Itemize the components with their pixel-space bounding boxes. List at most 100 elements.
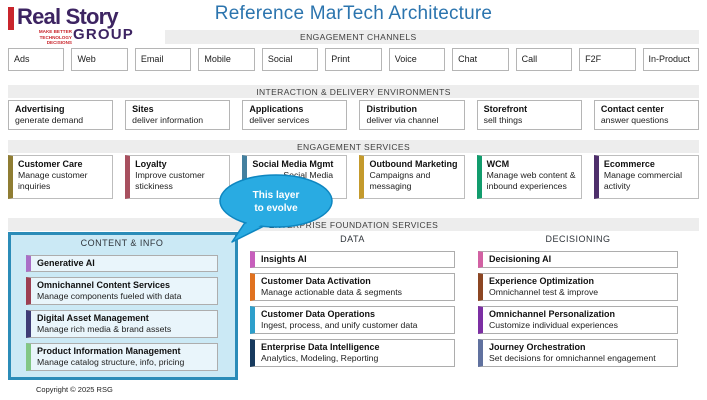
page-title: Reference MarTech Architecture	[214, 3, 493, 24]
callout-tail-fill	[238, 218, 268, 236]
foundation-item-title: Insights AI	[261, 254, 307, 264]
column-header-data: DATA	[340, 234, 365, 244]
environments-row: Advertising generate demand Sites delive…	[8, 100, 699, 130]
foundation-item-omnichannel-content-services: Omnichannel Content Services Manage comp…	[26, 276, 218, 305]
channel-social: Social	[261, 48, 319, 71]
decisioning-column: DECISIONING Decisioning AI Experience Op…	[478, 234, 678, 367]
env-title: Distribution	[366, 104, 417, 114]
env-subtitle: deliver services	[249, 114, 310, 125]
foundation-item-product-information-management: Product Information Management Manage ca…	[26, 342, 218, 371]
foundation-item-title: Generative AI	[37, 258, 95, 268]
foundation-item-subtitle: Omnichannel test & improve	[489, 286, 599, 297]
channel-web: Web	[71, 48, 128, 71]
logo-tagline-line1: MAKE BETTER	[38, 29, 72, 34]
banner-interaction-delivery-environments: INTERACTION & DELIVERY ENVIRONMENTS	[8, 85, 699, 98]
foundation-item-omnichannel-personalization: Omnichannel Personalization Customize in…	[478, 305, 678, 334]
foundation-item-subtitle: Manage actionable data & segments	[261, 286, 403, 297]
foundation-item-customer-data-operations: Customer Data Operations Ingest, process…	[250, 305, 455, 334]
foundation-item-customer-data-activation: Customer Data Activation Manage actionab…	[250, 272, 455, 301]
foundation-item-generative-ai: Generative AI	[26, 255, 218, 272]
foundation-item-enterprise-data-intelligence: Enterprise Data Intelligence Analytics, …	[250, 338, 455, 367]
foundation-item-journey-orchestration: Journey Orchestration Set decisions for …	[478, 338, 678, 367]
foundation-item-title: Customer Data Activation	[261, 275, 371, 286]
logo-tagline: MAKE BETTER TECHNOLOGY DECISIONS	[17, 29, 72, 46]
foundation-item-subtitle: Manage components fueled with data	[37, 290, 182, 301]
content-info-panel: CONTENT & INFO Generative AI Omnichannel…	[8, 232, 238, 380]
foundation-item-title: Journey Orchestration	[489, 341, 586, 352]
channel-chat: Chat	[452, 48, 509, 71]
env-title: Advertising	[15, 104, 65, 114]
column-header-decisioning: DECISIONING	[545, 234, 611, 244]
env-sites: Sites deliver information	[125, 100, 231, 130]
service-title: Outbound Marketing	[369, 159, 458, 169]
callout-bubble: This layer to evolve	[219, 174, 333, 243]
foundation-item-title: Decisioning AI	[489, 254, 552, 264]
env-distribution: Distribution deliver via channel	[359, 100, 465, 130]
service-customer-care: Customer Care Manage customer inquiries	[8, 155, 114, 199]
env-title: Applications	[249, 104, 304, 114]
service-wcm: WCM Manage web content & inbound experie…	[476, 155, 582, 199]
services-row: Customer Care Manage customer inquiries …	[8, 155, 699, 199]
rsg-logo: Real Story MAKE BETTER TECHNOLOGY DECISI…	[8, 4, 148, 46]
banner-engagement-services: ENGAGEMENT SERVICES	[8, 140, 699, 153]
env-subtitle: sell things	[483, 114, 523, 125]
service-title: Loyalty	[135, 159, 167, 169]
callout-text-line2: to evolve	[254, 203, 298, 214]
foundation-item-subtitle: Manage rich media & brand assets	[37, 323, 172, 334]
logo-group-wordmark: GROUP	[73, 26, 135, 43]
channel-print: Print	[325, 48, 382, 71]
service-subtitle: Improve customer stickiness	[135, 169, 205, 191]
env-title: Sites	[132, 104, 154, 114]
service-title: Ecommerce	[603, 159, 655, 169]
foundation-item-title: Omnichannel Content Services	[37, 279, 171, 290]
foundation-item-subtitle: Set decisions for omnichannel engagement	[489, 352, 656, 363]
callout-ellipse	[219, 174, 333, 228]
service-subtitle: Manage customer inquiries	[18, 169, 88, 191]
env-title: Contact center	[600, 104, 664, 114]
service-outbound-marketing: Outbound Marketing Campaigns and messagi…	[359, 155, 465, 199]
logo-wordmark: Real Story	[17, 4, 119, 29]
callout-text-line1: This layer	[253, 190, 300, 201]
logo-red-bar	[8, 7, 14, 30]
foundation-item-title: Product Information Management	[37, 345, 181, 356]
foundation-item-subtitle: Analytics, Modeling, Reporting	[261, 352, 379, 363]
env-applications: Applications deliver services	[242, 100, 348, 130]
foundation-item-subtitle: Customize individual experiences	[489, 319, 618, 330]
channels-row: Ads Web Email Mobile Social Print Voice …	[8, 48, 699, 71]
foundation-item-title: Enterprise Data Intelligence	[261, 341, 380, 352]
service-title: Social Media Mgmt	[252, 159, 334, 169]
channel-mobile: Mobile	[198, 48, 255, 71]
service-title: Customer Care	[18, 159, 83, 169]
channel-call: Call	[515, 48, 573, 71]
channel-in-product: In-Product	[642, 48, 699, 71]
foundation-item-insights-ai: Insights AI	[250, 251, 455, 268]
channel-voice: Voice	[388, 48, 446, 71]
data-column: DATA Insights AI Customer Data Activatio…	[250, 234, 455, 367]
service-subtitle: Campaigns and messaging	[369, 169, 431, 191]
service-subtitle: Manage web content & inbound experiences	[486, 169, 576, 191]
foundation-item-subtitle: Manage catalog structure, info, pricing	[37, 356, 185, 367]
foundation-item-title: Omnichannel Personalization	[489, 308, 616, 319]
channel-f2f: F2F	[579, 48, 636, 71]
foundation-item-title: Experience Optimization	[489, 275, 595, 286]
foundation-item-title: Customer Data Operations	[261, 308, 376, 319]
foundation-item-decisioning-ai: Decisioning AI	[478, 251, 678, 268]
env-title: Storefront	[483, 104, 528, 114]
service-subtitle: Social Media	[283, 169, 334, 180]
env-advertising: Advertising generate demand	[8, 100, 114, 130]
env-contact-center: Contact center answer questions	[593, 100, 699, 130]
channel-email: Email	[134, 48, 192, 71]
env-subtitle: deliver via channel	[366, 114, 439, 125]
foundation-item-subtitle: Ingest, process, and unify customer data	[261, 319, 418, 330]
banner-enterprise-foundation-services: ENTERPRISE FOUNDATION SERVICES	[8, 218, 699, 231]
foundation-item-experience-optimization: Experience Optimization Omnichannel test…	[478, 272, 678, 301]
service-title: WCM	[486, 159, 510, 169]
service-ecommerce: Ecommerce Manage commercial activity	[593, 155, 699, 199]
banner-engagement-channels: ENGAGEMENT CHANNELS	[165, 30, 699, 44]
env-subtitle: answer questions	[600, 114, 669, 125]
env-subtitle: deliver information	[132, 114, 204, 125]
service-loyalty: Loyalty Improve customer stickiness	[125, 155, 231, 199]
service-subtitle: Manage commercial activity	[603, 169, 683, 191]
column-header-content-info: CONTENT & INFO	[80, 238, 164, 248]
